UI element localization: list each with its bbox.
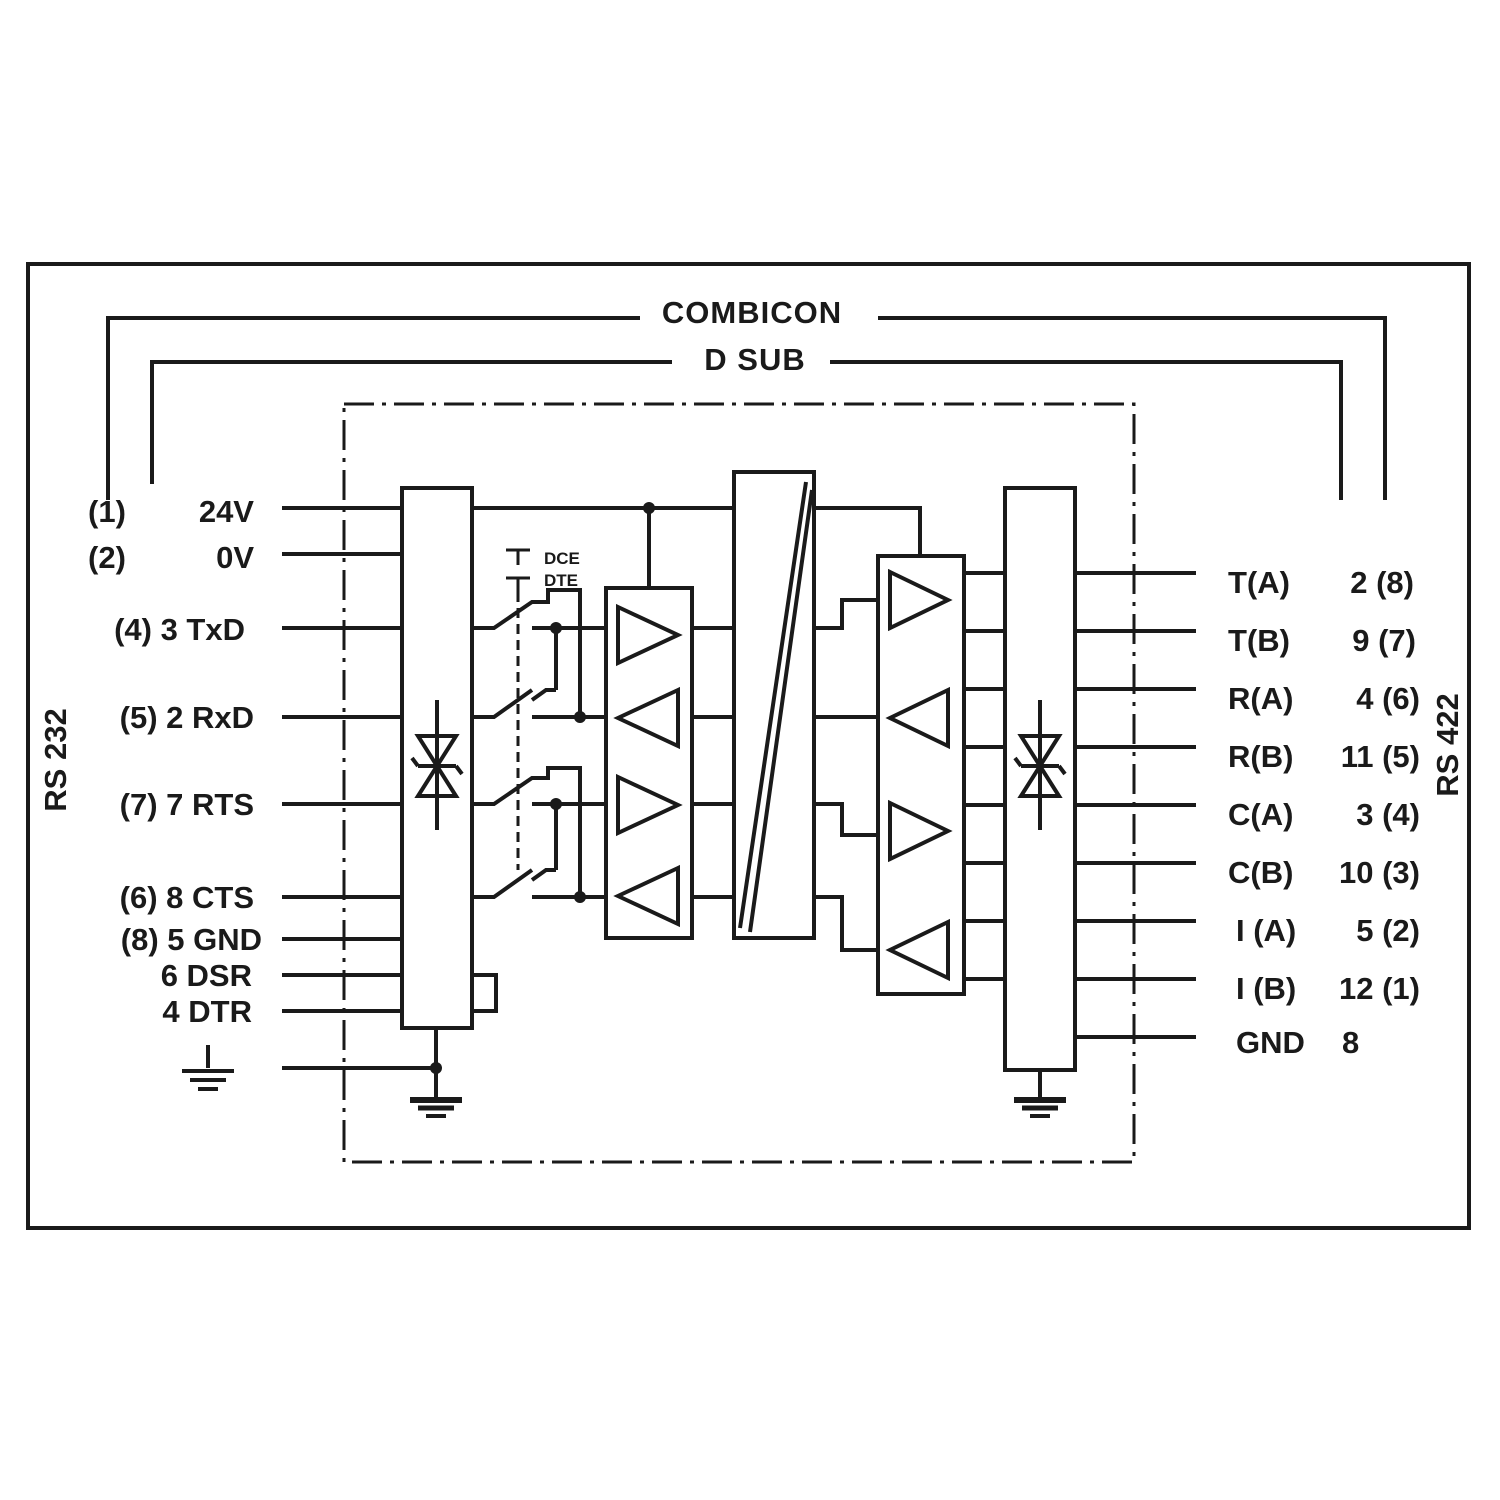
isolation-barrier: [738, 481, 814, 933]
rs422-side-label: RS 422: [1430, 693, 1465, 796]
dsr-dtr-loop: [472, 973, 498, 1013]
rs232-driver-icons: [613, 603, 683, 928]
module-enclosure: [342, 402, 1136, 1164]
pin-gnd-label: (8) 5 GND: [121, 922, 262, 957]
left-ground-icon: [410, 1097, 462, 1118]
earth-ground-icon: [182, 1045, 234, 1091]
pin-ia-number: 5 (2): [1356, 913, 1420, 948]
left-tvs-diode-icon: [410, 700, 464, 830]
pin-ib-label: I (B): [1236, 971, 1296, 1006]
pin-gnd-right-label: GND: [1236, 1025, 1305, 1060]
rs422-to-protection-wires: [964, 571, 1005, 981]
dce-dte-switch: DCE DTE: [506, 548, 580, 870]
pin-cb-number: 10 (3): [1339, 855, 1420, 890]
combicon-bracket: [106, 316, 1387, 500]
pin-rb-number: 11 (5): [1341, 739, 1420, 774]
pin-dtr-label: 4 DTR: [162, 994, 252, 1029]
pin-24v-label: 24V: [199, 494, 254, 529]
driver-to-isolator-wires: [692, 626, 734, 899]
pin-ra-number: 4 (6): [1356, 681, 1420, 716]
left-wires: [282, 506, 436, 1070]
pin-ta-number: 2 (8): [1350, 565, 1414, 600]
switch-contacts: [472, 588, 606, 903]
right-wires: [1075, 571, 1196, 1039]
pin-ca-label: C(A): [1228, 797, 1293, 832]
right-ground-icon: [1014, 1097, 1066, 1118]
dsub-label: D SUB: [704, 342, 805, 377]
pin-gnd-right-number: 8: [1342, 1025, 1359, 1060]
rs422-transceiver-icons: [885, 568, 953, 982]
combicon-label: COMBICON: [662, 295, 842, 330]
pin-rts-label: (7) 7 RTS: [120, 787, 254, 822]
dsub-bracket: [150, 360, 1343, 500]
pin-0v-label: 0V: [216, 540, 254, 575]
pin-tb-label: T(B): [1228, 623, 1290, 658]
pin-ib-number: 12 (1): [1339, 971, 1420, 1006]
outer-frame: [26, 262, 1471, 1230]
pin-rb-label: R(B): [1228, 739, 1293, 774]
dce-label: DCE: [544, 549, 580, 568]
pin-tb-number: 9 (7): [1352, 623, 1416, 658]
pin-ia-label: I (A): [1236, 913, 1296, 948]
pin-txd-label: (4) 3 TxD: [114, 612, 245, 647]
pin-ta-label: T(A): [1228, 565, 1290, 600]
rs232-side-label: RS 232: [38, 708, 73, 811]
pin-2-number: (2): [88, 540, 126, 575]
isolator-to-rs422-wires: [814, 598, 878, 952]
pin-ra-label: R(A): [1228, 681, 1293, 716]
pin-cts-label: (6) 8 CTS: [120, 880, 254, 915]
pin-rxd-label: (5) 2 RxD: [120, 700, 254, 735]
dte-label: DTE: [544, 571, 578, 590]
pin-dsr-label: 6 DSR: [161, 958, 252, 993]
right-tvs-diode-icon: [1013, 700, 1067, 830]
pin-ca-number: 3 (4): [1356, 797, 1420, 832]
pin-cb-label: C(B): [1228, 855, 1293, 890]
pin-1-number: (1): [88, 494, 126, 529]
